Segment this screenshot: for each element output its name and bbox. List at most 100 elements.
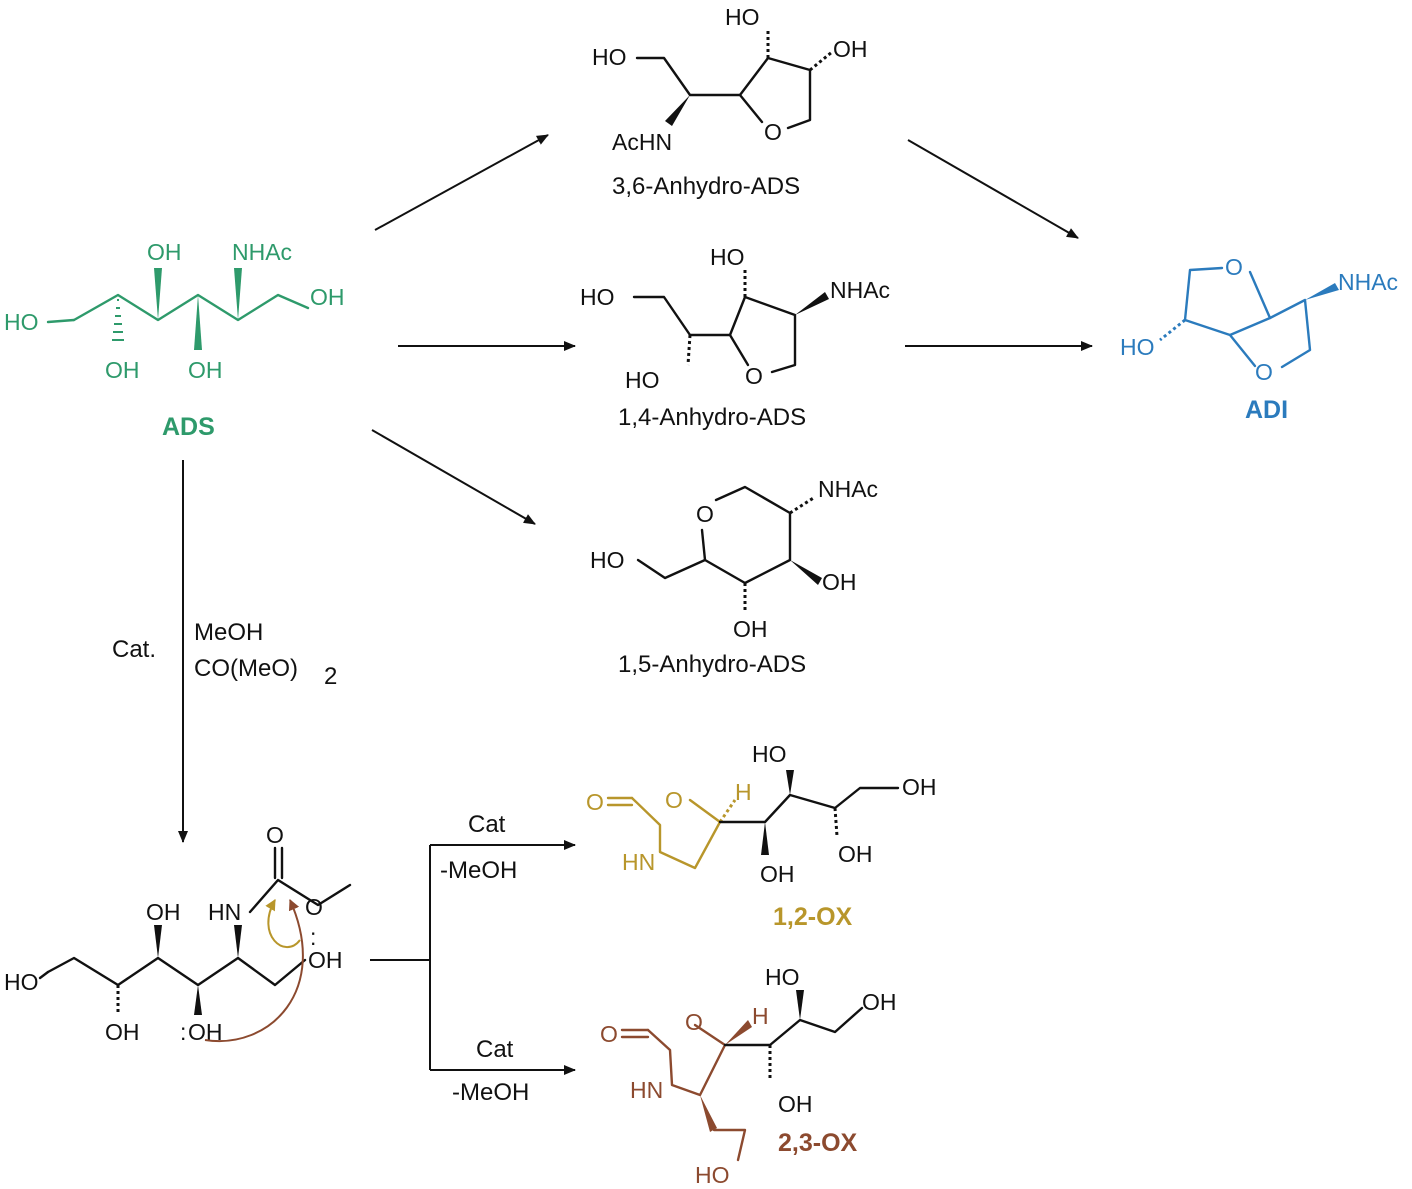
anhydro15-ch2oh: [636, 558, 707, 580]
ads-ho-left: HO: [4, 309, 39, 335]
intermediate-oh-bottom1: OH: [105, 1019, 140, 1045]
anhydro14-ho-bottom: HO: [625, 367, 660, 393]
conditions: Cat. MeOH CO(MeO) 2 Cat -MeOH Cat -MeOH: [112, 619, 529, 1106]
ox12-ring: [630, 796, 722, 870]
intermediate-lone-pair-a: :: [310, 924, 316, 950]
ox23-name: 2,3-OX: [778, 1129, 858, 1157]
anhydro15-nhac: NHAc: [818, 476, 878, 502]
ox23-structure: O O H HN HO 2,3-OX HO OH OH: [600, 964, 897, 1188]
ox23-ch2oh: [712, 1128, 747, 1162]
ox12-wedge-oh-bottom: [761, 822, 769, 855]
ads-wedge-oh-top: [154, 268, 162, 320]
ox12-oh-right: OH: [902, 774, 937, 800]
anhydro36-hash-oh-right: [809, 50, 833, 72]
meoh-label: MeOH: [194, 619, 263, 646]
arrow-to-36-anhydro: [374, 134, 549, 231]
anhydro15-ho-left: HO: [590, 547, 625, 573]
intermediate-lone-pair-b: :: [180, 1019, 186, 1045]
ox23-ring: [646, 1023, 727, 1097]
anhydro14-chain: [632, 295, 732, 337]
anhydro36-ring: [738, 56, 812, 130]
ads-oh-bottom2: OH: [188, 357, 223, 383]
adi-ho: HO: [1120, 334, 1155, 360]
ads-structure: HO OH NHAc OH OH OH ADS: [4, 239, 345, 441]
arrow-to-15-anhydro: [371, 429, 536, 525]
intermediate-o-carbonyl: O: [266, 822, 284, 848]
ads-name: ADS: [162, 413, 215, 441]
intermediate-structure: O HN O OH HO OH OH OH : :: [4, 822, 352, 1045]
anhydro14-ring-o-bond: [728, 333, 750, 367]
ox23-oh-bottom: OH: [778, 1091, 813, 1117]
anhydro36-o-ring: O: [764, 119, 782, 145]
intermediate-oh-right: OH: [308, 947, 343, 973]
ox12-o-ring: O: [665, 787, 683, 813]
lower-cat-label: Cat: [476, 1036, 514, 1063]
anhydro15-ring: [700, 485, 792, 585]
ox12-hash-oh-mid: [833, 807, 839, 837]
intermediate-hn: HN: [208, 899, 241, 925]
ox12-hash-h: [718, 799, 737, 823]
ox23-ho-top: HO: [765, 964, 800, 990]
lower-minus-meoh-label: -MeOH: [452, 1079, 529, 1106]
intermediate-oh-top: OH: [146, 899, 181, 925]
adi-wedge-nhac: [1305, 283, 1339, 300]
intermediate-wedge-oh-top: [154, 925, 162, 958]
intermediate-wedge-hn: [234, 925, 242, 958]
anhydro36-chain: [635, 56, 742, 97]
intermediate-o-ester: O: [305, 894, 323, 920]
anhydro14-name: 1,4-Anhydro-ADS: [618, 404, 806, 431]
ads-nhac: NHAc: [232, 239, 292, 265]
ads-oh-right: OH: [310, 284, 345, 310]
arrow-36-to-adi: [907, 139, 1079, 239]
anhydro15-oh-bottom: OH: [733, 616, 768, 642]
intermediate-carbamate: [248, 878, 352, 914]
curly-arrow-gold: [265, 899, 301, 949]
anhydro14-ho-top: HO: [710, 244, 745, 270]
anhydro15-wedge-oh-right: [790, 560, 822, 585]
ox23-o-ring: O: [685, 1009, 703, 1035]
upper-minus-meoh-label: -MeOH: [440, 857, 517, 884]
anhydro36-wedge-nhac: [665, 95, 690, 126]
adi-right-ring: [1268, 298, 1312, 369]
anhydro14-structure: HO HO NHAc HO O 1,4-Anhydro-ADS: [580, 244, 890, 431]
anhydro36-name: 3,6-Anhydro-ADS: [612, 173, 800, 200]
adi-fusion-bond: [1228, 333, 1257, 368]
ads-wedge-oh-bottom2: [194, 295, 202, 350]
adi-o-bottom: O: [1255, 359, 1273, 385]
ox12-name: 1,2-OX: [773, 903, 853, 931]
anhydro14-ho-left: HO: [580, 284, 615, 310]
dmc-subscript: 2: [324, 663, 337, 690]
ox12-oh-bottom: OH: [760, 861, 795, 887]
ox12-wedge-oh-top: [786, 770, 794, 795]
ox12-oh-mid: OH: [838, 841, 873, 867]
ads-hash-oh-bottom1: [112, 299, 124, 341]
anhydro15-name: 1,5-Anhydro-ADS: [618, 651, 806, 678]
anhydro14-wedge-nhac: [795, 292, 829, 315]
ox23-ho-bottom: HO: [695, 1162, 730, 1188]
ads-oh-top: OH: [147, 239, 182, 265]
ox12-oh-top: HO: [752, 741, 787, 767]
intermediate-wedge-oh-bottom: [194, 985, 202, 1015]
ads-wedge-nhac: [234, 268, 242, 320]
anhydro15-hash-nhac: [789, 495, 816, 515]
adi-left-ring: [1183, 266, 1272, 337]
anhydro15-oh-right: OH: [822, 569, 857, 595]
anhydro36-ho-top: HO: [725, 4, 760, 30]
ads-oh-bottom1: OH: [105, 357, 140, 383]
anhydro14-ring: [728, 295, 797, 374]
ox23-wedge-h: [725, 1020, 752, 1045]
ox12-o-carbonyl: O: [586, 789, 604, 815]
adi-o-top: O: [1225, 254, 1243, 280]
ox12-hn: HN: [622, 849, 655, 875]
ox23-oh-right: OH: [862, 989, 897, 1015]
intermediate-ho-bond: [38, 970, 50, 980]
intermediate-ho-left: HO: [4, 969, 39, 995]
adi-hash-ho: [1159, 318, 1186, 342]
ox23-hn: HN: [630, 1077, 663, 1103]
ox23-wedge-ch2oh: [700, 1095, 717, 1132]
adi-nhac: NHAc: [1338, 269, 1398, 295]
adi-name: ADI: [1245, 396, 1288, 424]
adi-structure: O NHAc HO O ADI: [1120, 254, 1398, 424]
anhydro14-hash-ho-bottom: [686, 334, 692, 366]
